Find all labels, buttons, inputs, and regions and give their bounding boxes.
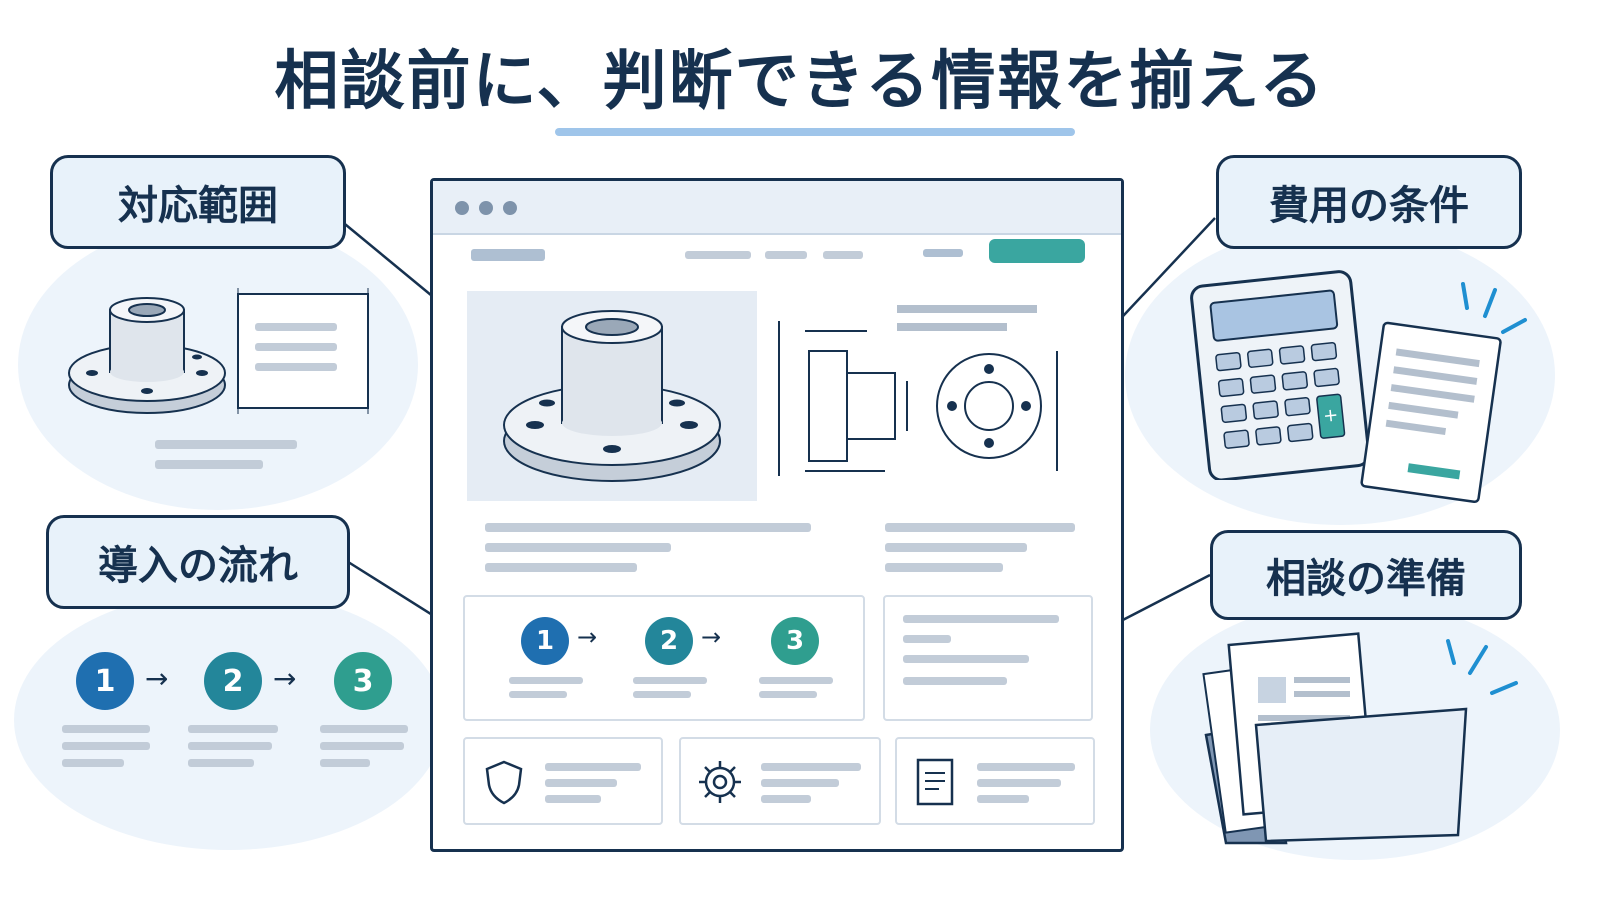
step-2: 2 xyxy=(645,617,693,665)
page-icon xyxy=(916,758,954,806)
step-text-line xyxy=(633,691,691,698)
arrow-icon: → xyxy=(577,623,598,651)
browser-window: 1 → 2 → 3 xyxy=(430,178,1124,852)
step-text-line xyxy=(633,677,707,684)
flow-text-line xyxy=(320,759,370,767)
nav-link xyxy=(765,251,807,259)
spec-drawing-icon xyxy=(237,288,369,414)
sparkle-icon xyxy=(1446,639,1518,695)
info-line xyxy=(903,677,1007,685)
feature-line xyxy=(977,795,1029,803)
flow-text-line xyxy=(188,759,254,767)
callout-scope: 対応範囲 xyxy=(50,155,346,249)
feature-card-settings xyxy=(679,737,881,825)
scope-text-line xyxy=(155,460,263,469)
feature-card-docs xyxy=(895,737,1095,825)
content-line xyxy=(885,523,1075,532)
flow-text-line xyxy=(320,725,408,733)
spec-line xyxy=(255,323,337,331)
info-card xyxy=(883,595,1093,721)
feature-card-security xyxy=(463,737,663,825)
arrow-icon: → xyxy=(273,662,297,695)
nav-link xyxy=(685,251,751,259)
browser-titlebar xyxy=(433,181,1121,235)
arrow-icon: → xyxy=(701,623,722,651)
feature-line xyxy=(545,779,617,787)
arrow-icon: → xyxy=(145,662,169,695)
window-dot xyxy=(503,201,517,215)
flow-step-3: 3 xyxy=(334,652,392,710)
flow-step-1: 1 xyxy=(76,652,134,710)
hero-product-panel xyxy=(467,291,757,501)
flow-text-line xyxy=(188,725,278,733)
flow-text-line xyxy=(188,742,272,750)
title-underline xyxy=(555,128,1075,136)
feature-line xyxy=(761,763,861,771)
content-line xyxy=(885,563,1003,572)
flow-step-2: 2 xyxy=(204,652,262,710)
content-line xyxy=(885,543,1027,552)
flow-blob xyxy=(14,590,444,850)
step-text-line xyxy=(509,677,583,684)
info-line xyxy=(903,615,1059,623)
folder-icon xyxy=(1202,632,1468,845)
step-text-line xyxy=(759,691,817,698)
feature-line xyxy=(761,779,839,787)
step-text-line xyxy=(509,691,567,698)
info-line xyxy=(903,635,951,643)
nav-logo xyxy=(471,249,545,261)
page-title: 相談前に、判断できる情報を揃える xyxy=(274,45,1326,119)
sparkle-icon xyxy=(1461,282,1527,334)
content-line xyxy=(485,543,671,552)
content-line xyxy=(485,523,811,532)
flow-text-line xyxy=(320,742,404,750)
document-icon xyxy=(1360,321,1502,504)
flow-text-line xyxy=(62,759,124,767)
step-3: 3 xyxy=(771,617,819,665)
svg-text:+: + xyxy=(1322,405,1339,427)
steps-card: 1 → 2 → 3 xyxy=(463,595,865,721)
content-line xyxy=(485,563,637,572)
flow-text-line xyxy=(62,742,150,750)
callout-flow: 導入の流れ xyxy=(46,515,350,609)
window-dot xyxy=(455,201,469,215)
info-line xyxy=(903,655,1029,663)
hero-drawing-panel xyxy=(757,291,1091,501)
feature-line xyxy=(545,795,601,803)
step-1: 1 xyxy=(521,617,569,665)
spec-line xyxy=(255,363,337,371)
step-text-line xyxy=(759,677,833,684)
calculator-icon: + xyxy=(1190,270,1371,480)
gear-icon xyxy=(699,761,741,803)
feature-line xyxy=(761,795,811,803)
scope-text-line xyxy=(155,440,297,449)
callout-prep: 相談の準備 xyxy=(1210,530,1522,620)
technical-drawing-icon xyxy=(757,291,1091,501)
nav-link xyxy=(823,251,863,259)
flange-part-icon xyxy=(68,297,226,414)
shield-icon xyxy=(485,760,523,805)
feature-line xyxy=(977,763,1075,771)
callout-cost: 費用の条件 xyxy=(1216,155,1522,249)
nav-cta-button[interactable] xyxy=(989,239,1085,263)
nav-link xyxy=(923,249,963,257)
window-dot xyxy=(479,201,493,215)
flow-text-line xyxy=(62,725,150,733)
feature-line xyxy=(977,779,1061,787)
flange-part-icon xyxy=(503,310,721,482)
feature-line xyxy=(545,763,641,771)
spec-line xyxy=(255,343,337,351)
